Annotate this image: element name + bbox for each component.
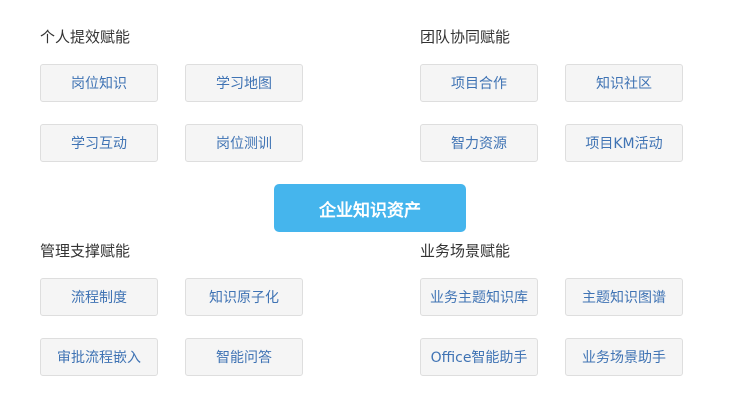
chip-learning-interaction[interactable]: 学习互动	[40, 124, 158, 162]
chip-project-km-activity[interactable]: 项目KM活动	[565, 124, 683, 162]
chip-business-topic-kb[interactable]: 业务主题知识库	[420, 278, 538, 316]
chip-business-scenario-assistant[interactable]: 业务场景助手	[565, 338, 683, 376]
chip-position-knowledge[interactable]: 岗位知识	[40, 64, 158, 102]
chip-project-cooperation[interactable]: 项目合作	[420, 64, 538, 102]
enterprise-knowledge-assets-button[interactable]: 企业知识资产	[274, 184, 466, 232]
chip-approval-process-embed[interactable]: 审批流程嵌入	[40, 338, 158, 376]
chip-position-training[interactable]: 岗位测训	[185, 124, 303, 162]
chip-learning-map[interactable]: 学习地图	[185, 64, 303, 102]
group-title: 团队协同赋能	[420, 28, 511, 46]
group-title: 个人提效赋能	[40, 28, 131, 46]
chip-intellectual-resources[interactable]: 智力资源	[420, 124, 538, 162]
chip-smart-qa[interactable]: 智能问答	[185, 338, 303, 376]
chip-knowledge-community[interactable]: 知识社区	[565, 64, 683, 102]
group-title: 业务场景赋能	[420, 242, 511, 260]
chip-topic-knowledge-graph[interactable]: 主题知识图谱	[565, 278, 683, 316]
chip-knowledge-atomization[interactable]: 知识原子化	[185, 278, 303, 316]
chip-process-system[interactable]: 流程制度	[40, 278, 158, 316]
chip-office-smart-assistant[interactable]: Office智能助手	[420, 338, 538, 376]
group-title: 管理支撑赋能	[40, 242, 131, 260]
